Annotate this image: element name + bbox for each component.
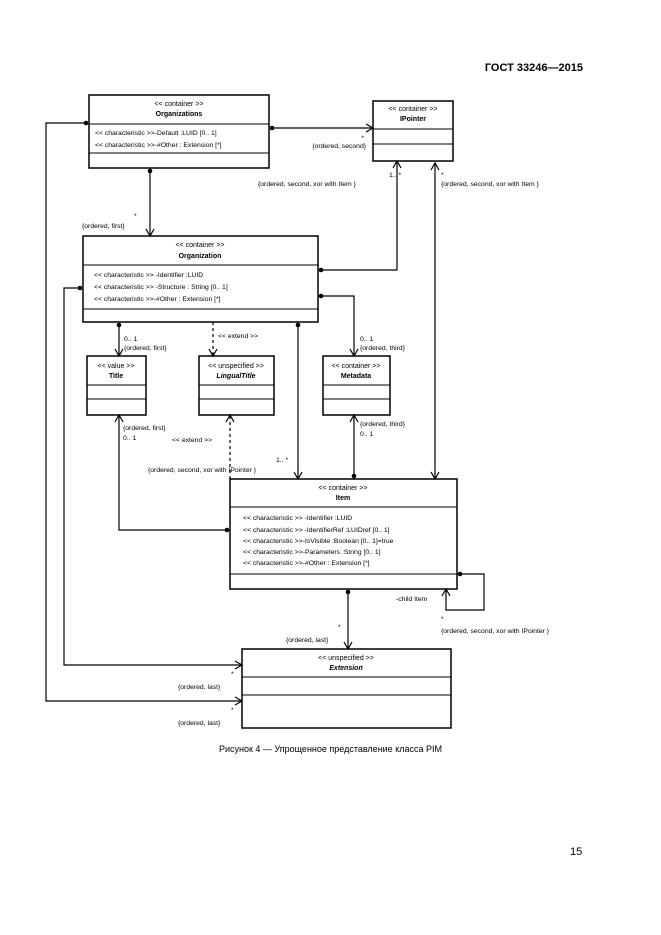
label-item-title-ordered-first: {ordered, first} xyxy=(123,425,166,432)
label-org-extension-star: * xyxy=(231,671,234,678)
organizations-name: Organizations xyxy=(156,111,203,118)
class-extension: << unspecified >> Extension xyxy=(241,648,452,729)
lingualtitle-name: LingualTitle xyxy=(216,373,255,380)
class-organization: << container >> Organization << characte… xyxy=(82,235,319,323)
assoc-organization-metadata xyxy=(318,293,359,358)
label-child-item-star: * xyxy=(441,616,444,623)
label-extension-ordered-last: {ordered, last} xyxy=(286,637,329,644)
extension-name: Extension xyxy=(329,665,362,672)
assoc-organizations-ipointer xyxy=(269,123,375,133)
ipointer-name: IPointer xyxy=(400,116,426,123)
assoc-organization-ipointer xyxy=(318,159,402,273)
organization-attr-identifier: << characteristic >> -Identifier :LUID xyxy=(94,272,203,279)
assoc-organization-item xyxy=(293,322,303,481)
class-metadata: << container >> Metadata xyxy=(322,355,391,416)
label-ipointer-item-star: * xyxy=(441,172,444,179)
organizations-stereotype: << container >> xyxy=(154,101,203,108)
page-number: 15 xyxy=(570,846,583,858)
metadata-name: Metadata xyxy=(341,373,371,380)
label-ipointer-ordered-second: {ordered, second} xyxy=(312,143,366,150)
label-organization-star: * xyxy=(134,213,137,220)
assoc-item-title xyxy=(114,413,230,533)
extend-item-lingualtitle xyxy=(225,413,235,479)
class-organizations: << container >> Organizations << charact… xyxy=(88,94,270,169)
label-extend-bottom: << extend >> xyxy=(172,437,212,444)
label-child-item: -child Item xyxy=(396,596,428,603)
extension-stereotype: << unspecified >> xyxy=(318,655,374,662)
class-lingualtitle: << unspecified >> LingualTitle xyxy=(198,355,275,416)
label-orgs-extension-star: * xyxy=(231,707,234,714)
assoc-item-metadata xyxy=(349,413,359,479)
assoc-organizations-organization xyxy=(145,168,155,238)
title-name: Title xyxy=(109,373,123,380)
assoc-item-extension xyxy=(343,589,353,651)
label-item-metadata-ordered-third: {ordered, third} xyxy=(360,421,406,428)
item-attr-identifierref: << characteristic >> -IdentifierRef :LUI… xyxy=(243,527,390,534)
organizations-attr-default: << characteristic >>-Default :LUID [0.. … xyxy=(95,130,217,137)
organization-name: Organization xyxy=(179,253,222,260)
item-attr-isvisible: << characteristic >>-IsVisible :Boolean … xyxy=(243,538,394,545)
label-ordered-second-xor-item-right: {ordered, second, xor with Item } xyxy=(441,181,540,188)
item-stereotype: << container >> xyxy=(318,485,367,492)
class-title: << value >> Title xyxy=(86,355,147,416)
label-metadata-ordered-third: {ordered, third} xyxy=(360,345,406,352)
label-org-extension-ordered-last: {ordered, last} xyxy=(178,684,221,691)
assoc-organizations-extension xyxy=(45,120,244,706)
label-orgs-extension-ordered-last: {ordered, last} xyxy=(178,720,221,727)
organizations-attr-other: << characteristic >>-#Other : Extension … xyxy=(95,142,222,149)
assoc-ipointer-item xyxy=(430,161,440,481)
figure-caption: Рисунок 4 — Упрощенное представление кла… xyxy=(218,744,442,754)
ipointer-stereotype: << container >> xyxy=(388,106,437,113)
label-organization-ordered-first: {ordered, first} xyxy=(82,223,125,230)
title-stereotype: << value >> xyxy=(98,363,135,370)
class-item: << container >> Item << characteristic >… xyxy=(229,478,458,590)
assoc-organization-title xyxy=(114,322,124,358)
label-ordered-second-xor-item-left: {ordered, second, xor with Item } xyxy=(258,181,357,188)
organization-attr-structure: << characteristic >> -Structure : String… xyxy=(94,284,228,291)
label-item-metadata-zero-one: 0.. 1 xyxy=(360,431,373,438)
label-item-title-zero-one: 0.. 1 xyxy=(123,435,136,442)
label-metadata-zero-one: 0.. 1 xyxy=(360,336,373,343)
extend-organization-lingualtitle xyxy=(208,322,218,358)
organization-stereotype: << container >> xyxy=(175,242,224,249)
item-attr-parameters: << characteristic >>-Parameters :String … xyxy=(243,549,381,556)
item-attr-other: << characteristic >>-#Other : Extension … xyxy=(243,560,370,567)
label-item-one-star: 1.. * xyxy=(276,457,288,464)
label-ordered-second-xor-ipointer-right: {ordered, second, xor with IPointer } xyxy=(441,628,550,635)
label-extension-star: * xyxy=(338,624,341,631)
assoc-item-child-item xyxy=(441,571,485,611)
item-name: Item xyxy=(336,495,350,502)
label-ipointer-star: * xyxy=(361,135,364,142)
label-title-ordered-first: {ordered, first} xyxy=(124,345,167,352)
item-attr-identifier: << characteristic >> -Identifier :LUID xyxy=(243,515,352,522)
label-extend-top: << extend >> xyxy=(218,333,258,340)
document-standard-header: ГОСТ 33246—2015 xyxy=(484,62,583,74)
assoc-organization-extension xyxy=(63,285,244,670)
metadata-stereotype: << container >> xyxy=(331,363,380,370)
label-ipointer-one-star: 1.. * xyxy=(389,172,401,179)
organization-attr-other: << characteristic >>-#Other : Extension … xyxy=(94,296,221,303)
label-title-zero-one: 0.. 1 xyxy=(124,336,137,343)
class-ipointer: << container >> IPointer xyxy=(372,100,454,162)
lingualtitle-stereotype: << unspecified >> xyxy=(208,363,264,370)
label-ordered-second-xor-ipointer-left: {ordered, second, xor with IPointer } xyxy=(148,467,257,474)
